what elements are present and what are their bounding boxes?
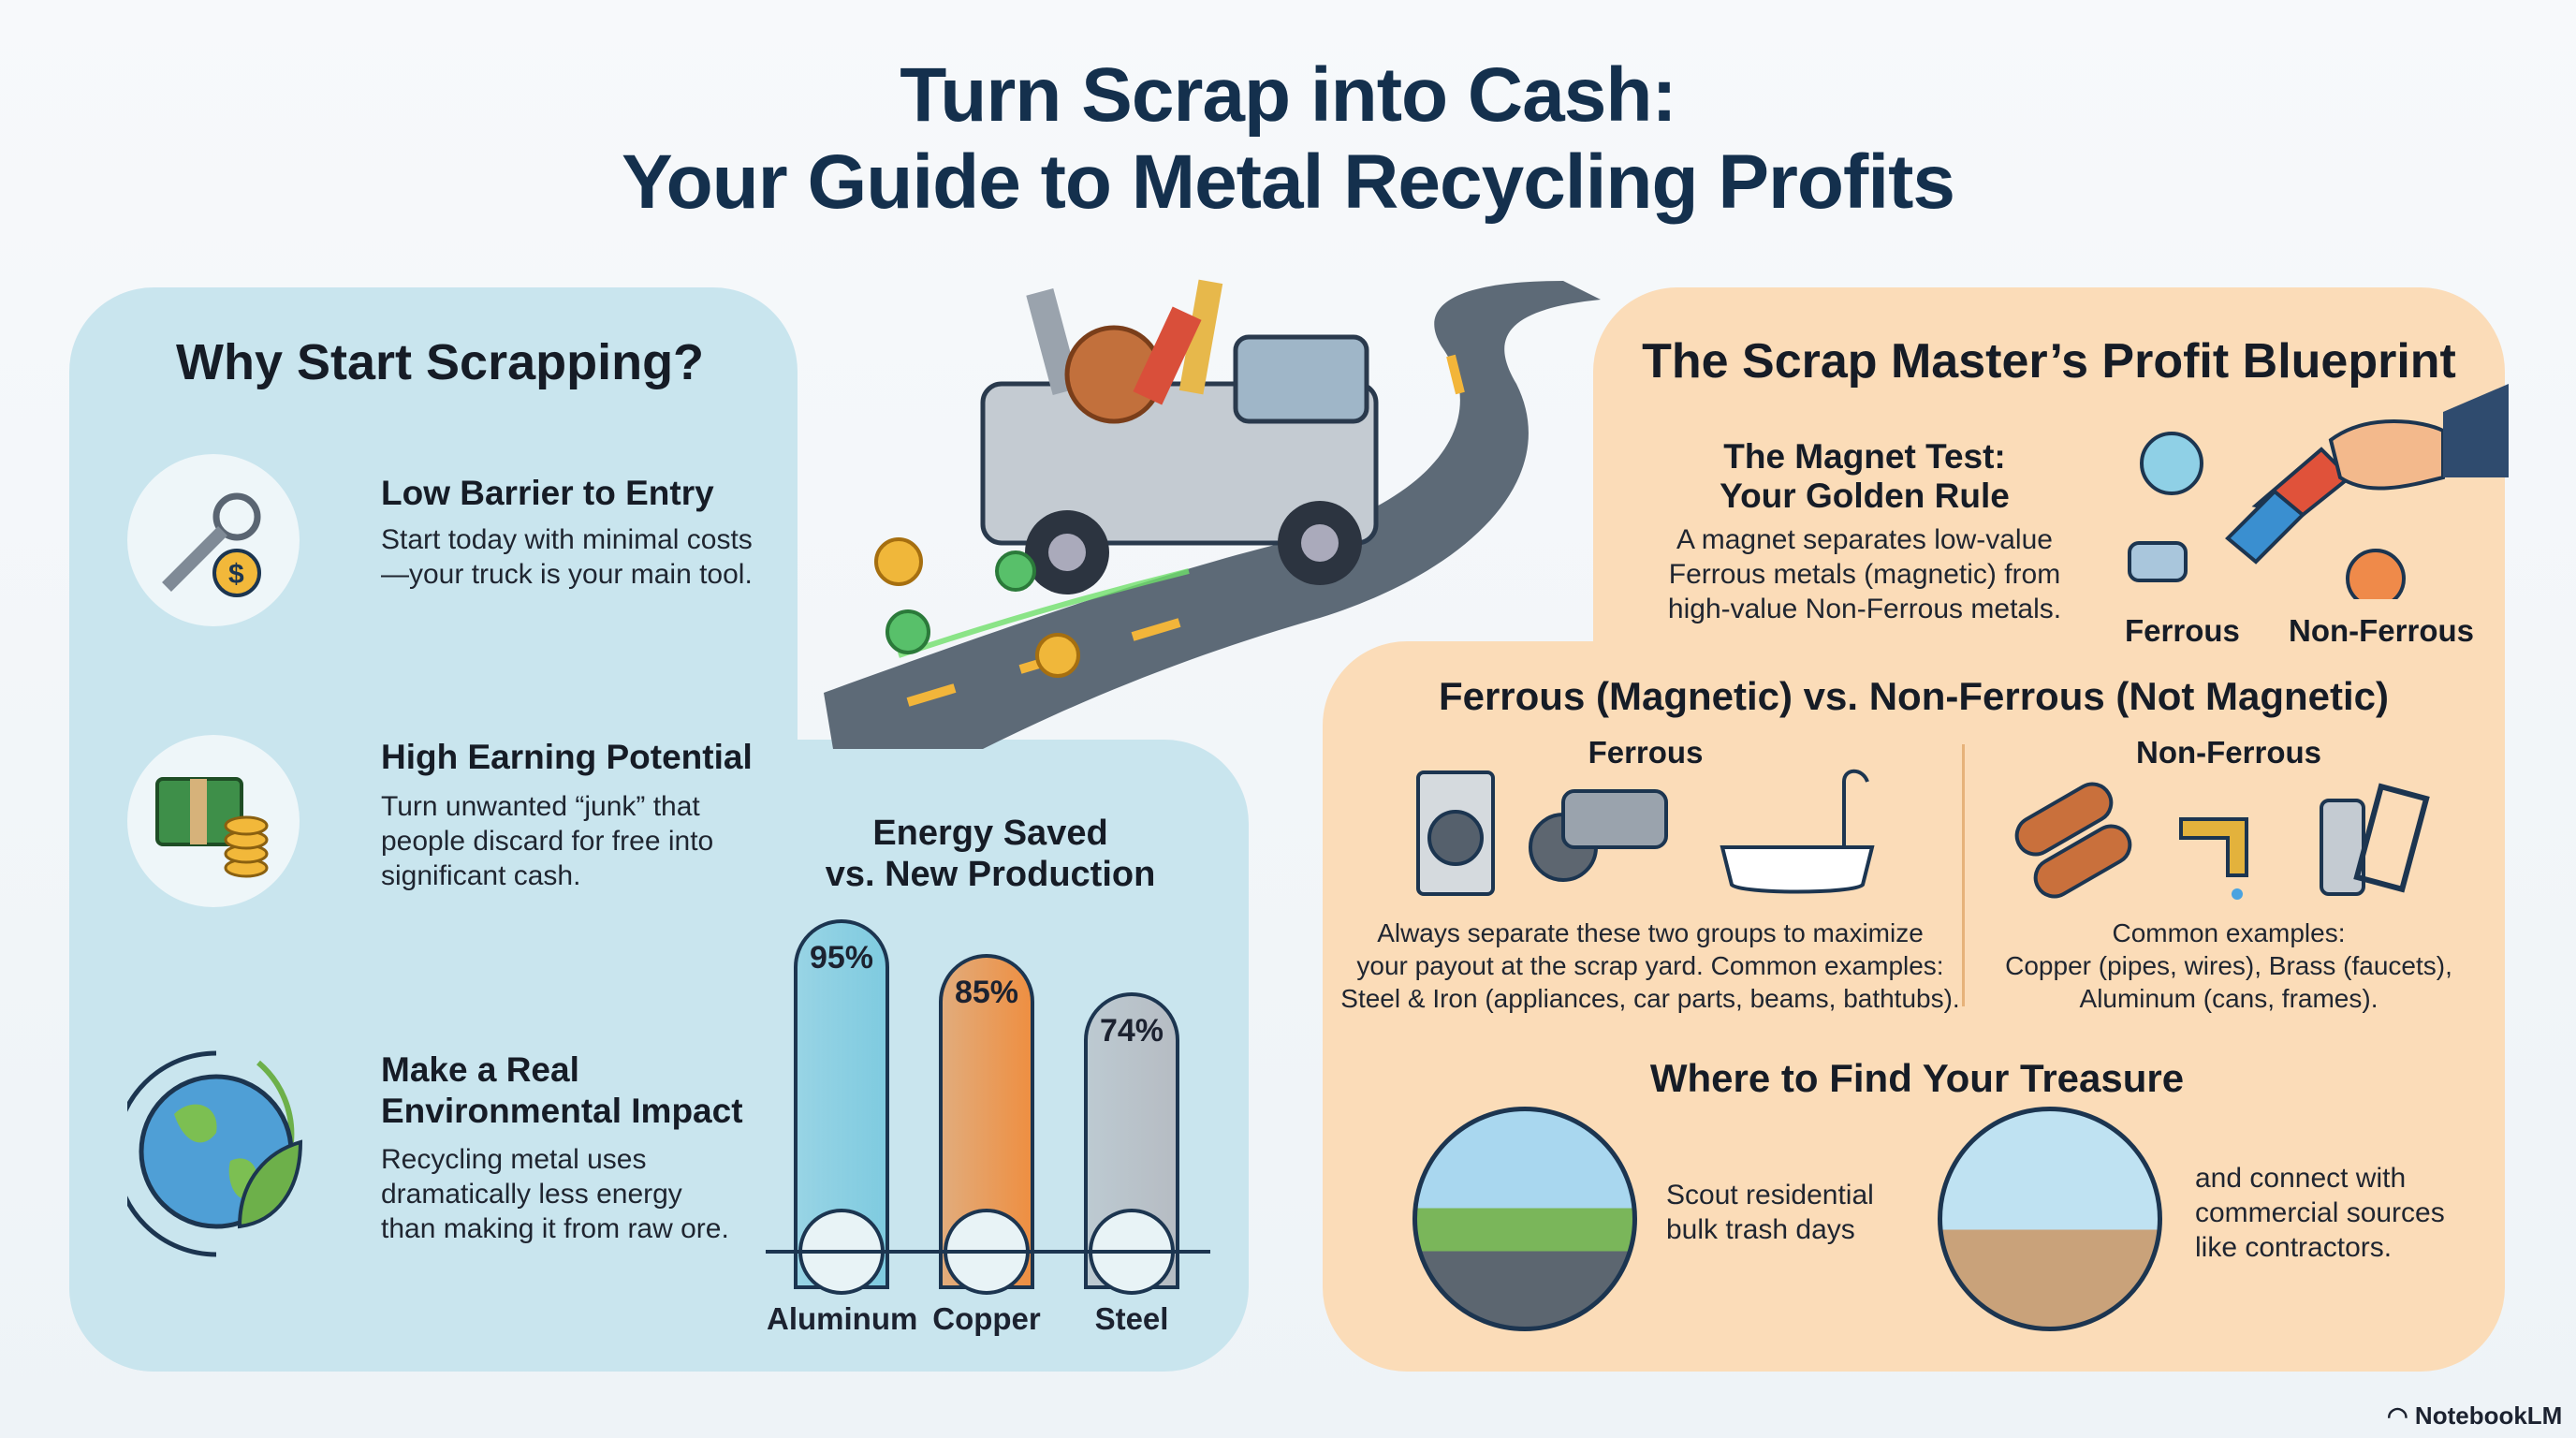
brand-label: NotebookLM	[2414, 1401, 2563, 1430]
commercial-text: commercial sources	[2195, 1197, 2445, 1228]
nonferrous-body: Common examples:	[2112, 918, 2346, 947]
find-heading: Where to Find Your Treasure	[1649, 1056, 2185, 1100]
item-body: Recycling metal uses	[381, 1144, 647, 1175]
nonferrous-items-icon	[2014, 782, 2430, 900]
nonferrous-body: Copper (pipes, wires), Brass (faucets),	[2005, 951, 2452, 980]
notebooklm-brand: ◠ NotebookLM	[2387, 1401, 2563, 1430]
item-body: people discard for free into	[381, 826, 714, 857]
label-nonferrous: Non-Ferrous	[2289, 613, 2474, 648]
blueprint-heading: The Scrap Master’s Profit Blueprint	[1642, 334, 2456, 389]
construction-scene-icon	[1938, 1107, 2162, 1331]
compare-heading: Ferrous (Magnetic) vs. Non-Ferrous (Not …	[1438, 674, 2390, 718]
item-title: Low Barrier to Entry	[381, 474, 714, 512]
magnet-hand-icon	[2128, 384, 2509, 599]
nonferrous-heading: Non-Ferrous	[2136, 735, 2321, 770]
item-body: than making it from raw ore.	[381, 1213, 729, 1244]
key-coin-icon: $	[127, 454, 300, 626]
truck-road-illustration	[824, 279, 1601, 749]
ferrous-body: Steel & Iron (appliances, car parts, bea…	[1340, 984, 1960, 1013]
chart-title-line-1: Energy Saved	[872, 814, 1108, 853]
ferrous-body: your payout at the scrap yard. Common ex…	[1356, 951, 1944, 980]
residential-text: Scout residential	[1666, 1180, 1874, 1211]
ferrous-heading: Ferrous	[1588, 735, 1704, 770]
magnet-title-2: Your Golden Rule	[1720, 477, 2010, 515]
item-title: Make a Real	[381, 1050, 579, 1089]
item-body: —your truck is your main tool.	[381, 559, 753, 590]
title-line-2: Your Guide to Metal Recycling Profits	[621, 139, 1955, 225]
item-body: dramatically less energy	[381, 1179, 682, 1210]
item-title: Environmental Impact	[381, 1092, 743, 1130]
residential-text: bulk trash days	[1666, 1214, 1855, 1245]
why-heading: Why Start Scrapping?	[176, 334, 705, 390]
money-stack-icon	[127, 735, 300, 907]
ferrous-items-icon	[1416, 769, 1875, 896]
commercial-text: and connect with	[2195, 1163, 2407, 1194]
coin-icon	[886, 609, 930, 654]
pickup-truck-icon	[980, 279, 1379, 594]
residential-scene-icon	[1412, 1107, 1637, 1331]
magnet-body: high-value Non-Ferrous metals.	[1667, 594, 2062, 624]
label-ferrous: Ferrous	[2125, 613, 2240, 648]
chart-title-line-2: vs. New Production	[825, 855, 1156, 894]
magnet-body: Ferrous metals (magnetic) from	[1668, 559, 2061, 590]
coin-icon	[1035, 633, 1080, 678]
coin-icon	[995, 550, 1036, 592]
svg-text:$: $	[228, 559, 244, 590]
item-body: significant cash.	[381, 860, 581, 891]
globe-leaf-icon	[113, 1039, 305, 1264]
item-title: High Earning Potential	[381, 738, 753, 776]
chart-baseline	[766, 1250, 1210, 1254]
divider	[1962, 744, 1965, 1006]
coin-icon	[874, 537, 923, 586]
magnet-title-1: The Magnet Test:	[1723, 437, 2006, 476]
item-body: Turn unwanted “junk” that	[381, 791, 700, 822]
commercial-text: like contractors.	[2195, 1232, 2393, 1263]
magnet-body: A magnet separates low-value	[1676, 524, 2053, 555]
ferrous-body: Always separate these two groups to maxi…	[1377, 918, 1924, 947]
nonferrous-body: Aluminum (cans, frames).	[2079, 984, 2378, 1013]
title-line-1: Turn Scrap into Cash:	[900, 52, 1676, 138]
item-body: Start today with minimal costs	[381, 524, 753, 555]
